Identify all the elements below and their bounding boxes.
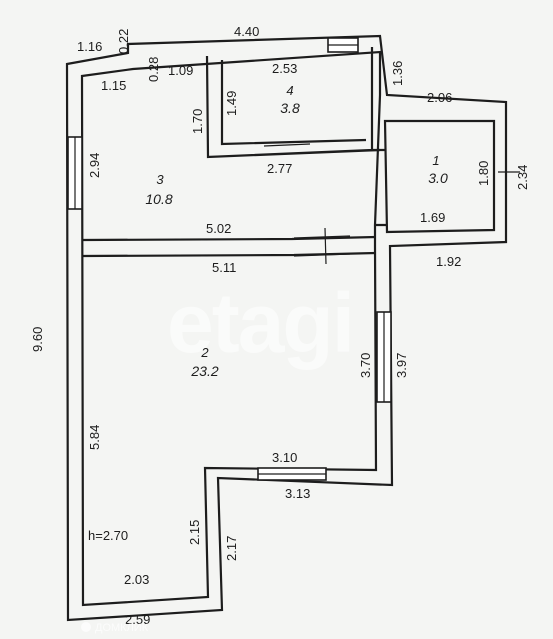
door-room4-marker [263, 143, 311, 147]
dim-room2-top: 5.11 [212, 260, 236, 275]
door-room3-room2 [293, 227, 351, 265]
room1-wall [372, 119, 496, 234]
dim-room4-top: 2.53 [272, 61, 297, 76]
footer-mark: ДОМКЛИК [95, 622, 149, 634]
window-step-room2 [257, 467, 327, 481]
dim-top-overall: 4.40 [234, 24, 259, 39]
room2-area: 23.2 [190, 363, 218, 379]
dim-room2-right-inner: 3.70 [358, 353, 373, 378]
dim-step-top-inner: 3.10 [272, 450, 297, 465]
footer-logo: ДОМКЛИК [81, 622, 149, 634]
room2-number: 2 [200, 345, 209, 360]
dim-top-small-b: 0.28 [146, 57, 161, 82]
dim-step-top-outer: 3.13 [285, 486, 310, 501]
dim-room4-height-inner: 1.49 [224, 91, 239, 116]
dim-room4-left-wall: 1.09 [168, 63, 193, 78]
dim-room1-height-outer: 2.34 [515, 165, 530, 190]
dim-bottom-right-outer: 2.17 [224, 536, 239, 561]
dim-bottom-right-inner: 2.15 [187, 520, 202, 545]
dim-bottom-outer: 2.59 [125, 612, 150, 627]
room3-area: 10.8 [145, 191, 172, 207]
partition-wall-3-2 [82, 235, 377, 258]
inner-wall-outline [80, 50, 382, 607]
dim-top-small-a: 0.22 [116, 29, 131, 54]
room1-area: 3.0 [428, 170, 448, 186]
dim-room2-right-outer: 3.97 [394, 353, 409, 378]
dim-right-lower: 1.92 [436, 254, 461, 269]
room4-wall [205, 47, 381, 159]
window-left-room3 [67, 136, 83, 210]
watermark: etagi [167, 276, 353, 370]
room4-number: 4 [286, 83, 293, 98]
dim-room3-bottom: 5.02 [206, 221, 231, 236]
room3-number: 3 [156, 172, 164, 187]
dim-right-upper: 1.36 [390, 61, 405, 86]
window-right-room2 [376, 311, 392, 403]
dim-room1-bottom: 1.69 [420, 210, 445, 225]
dim-bottom-inner: 2.03 [124, 572, 149, 587]
dim-room3-top-left: 1.15 [101, 78, 126, 93]
room1-number: 1 [432, 153, 439, 168]
ceiling-height: h=2.70 [88, 528, 128, 543]
dim-top-left: 1.16 [77, 39, 102, 54]
dim-room1-top: 2.06 [427, 90, 452, 105]
dim-room2-left: 5.84 [87, 425, 102, 450]
dim-room1-height: 1.80 [476, 161, 491, 186]
outer-wall [65, 34, 508, 622]
dim-room4-bottom: 2.77 [267, 161, 292, 176]
dim-room3-height: 2.94 [87, 153, 102, 178]
room4-area: 3.8 [280, 100, 300, 116]
window-top-room4 [327, 37, 359, 53]
dim-left-overall: 9.60 [30, 327, 45, 352]
dim-room4-height-outer: 1.70 [190, 109, 205, 134]
